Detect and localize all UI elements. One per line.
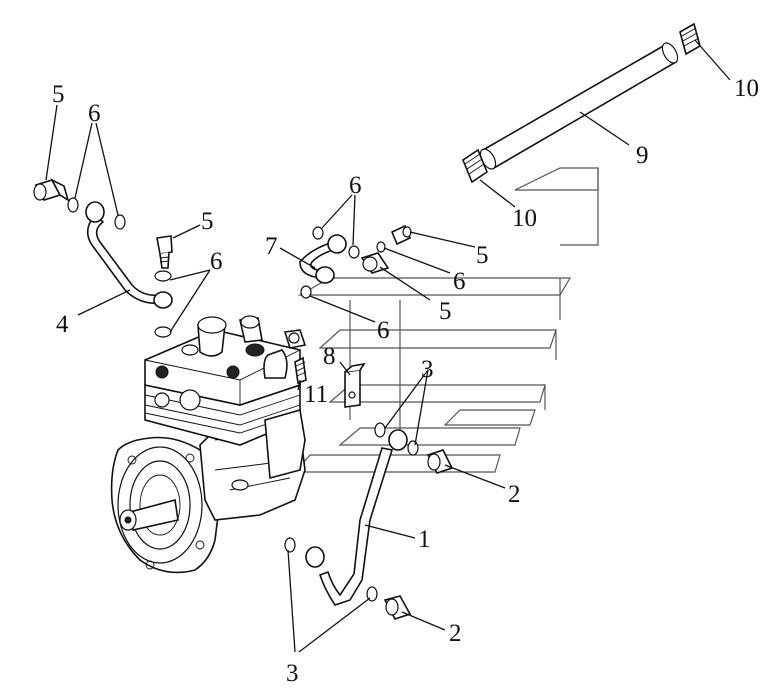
pipe-1-assembly (284, 422, 454, 620)
callout-11: 11 (304, 381, 328, 408)
pipe-7-assembly (299, 224, 412, 299)
callout-3: 3 (286, 660, 299, 687)
callout-6: 6 (377, 317, 390, 344)
callout-5: 5 (201, 208, 214, 235)
callout-1: 1 (418, 526, 431, 553)
watermark-logo (293, 167, 599, 473)
pipe-4-assembly (33, 178, 173, 338)
callout-6: 6 (349, 172, 362, 199)
callout-10: 10 (734, 75, 759, 102)
callout-3: 3 (421, 356, 434, 383)
callout-5: 5 (476, 242, 489, 269)
bracket-8 (344, 362, 366, 408)
callout-10: 10 (512, 205, 537, 232)
callout-8: 8 (323, 343, 336, 370)
callout-2: 2 (449, 620, 462, 647)
callout-2: 2 (508, 481, 521, 508)
tube-9-assembly (462, 22, 701, 184)
callout-7: 7 (265, 233, 278, 260)
callout-labels: 1 2 2 3 3 4 5 5 5 5 6 6 6 6 6 7 8 9 10 1… (52, 75, 759, 687)
callout-6: 6 (88, 100, 101, 127)
callout-9: 9 (636, 142, 649, 169)
callout-6: 6 (210, 248, 223, 275)
callout-6: 6 (453, 268, 466, 295)
callout-5: 5 (439, 298, 452, 325)
callout-5: 5 (52, 81, 65, 108)
callout-4: 4 (56, 311, 69, 338)
leader-lines (45, 39, 731, 653)
compressor-assembly (110, 315, 307, 574)
